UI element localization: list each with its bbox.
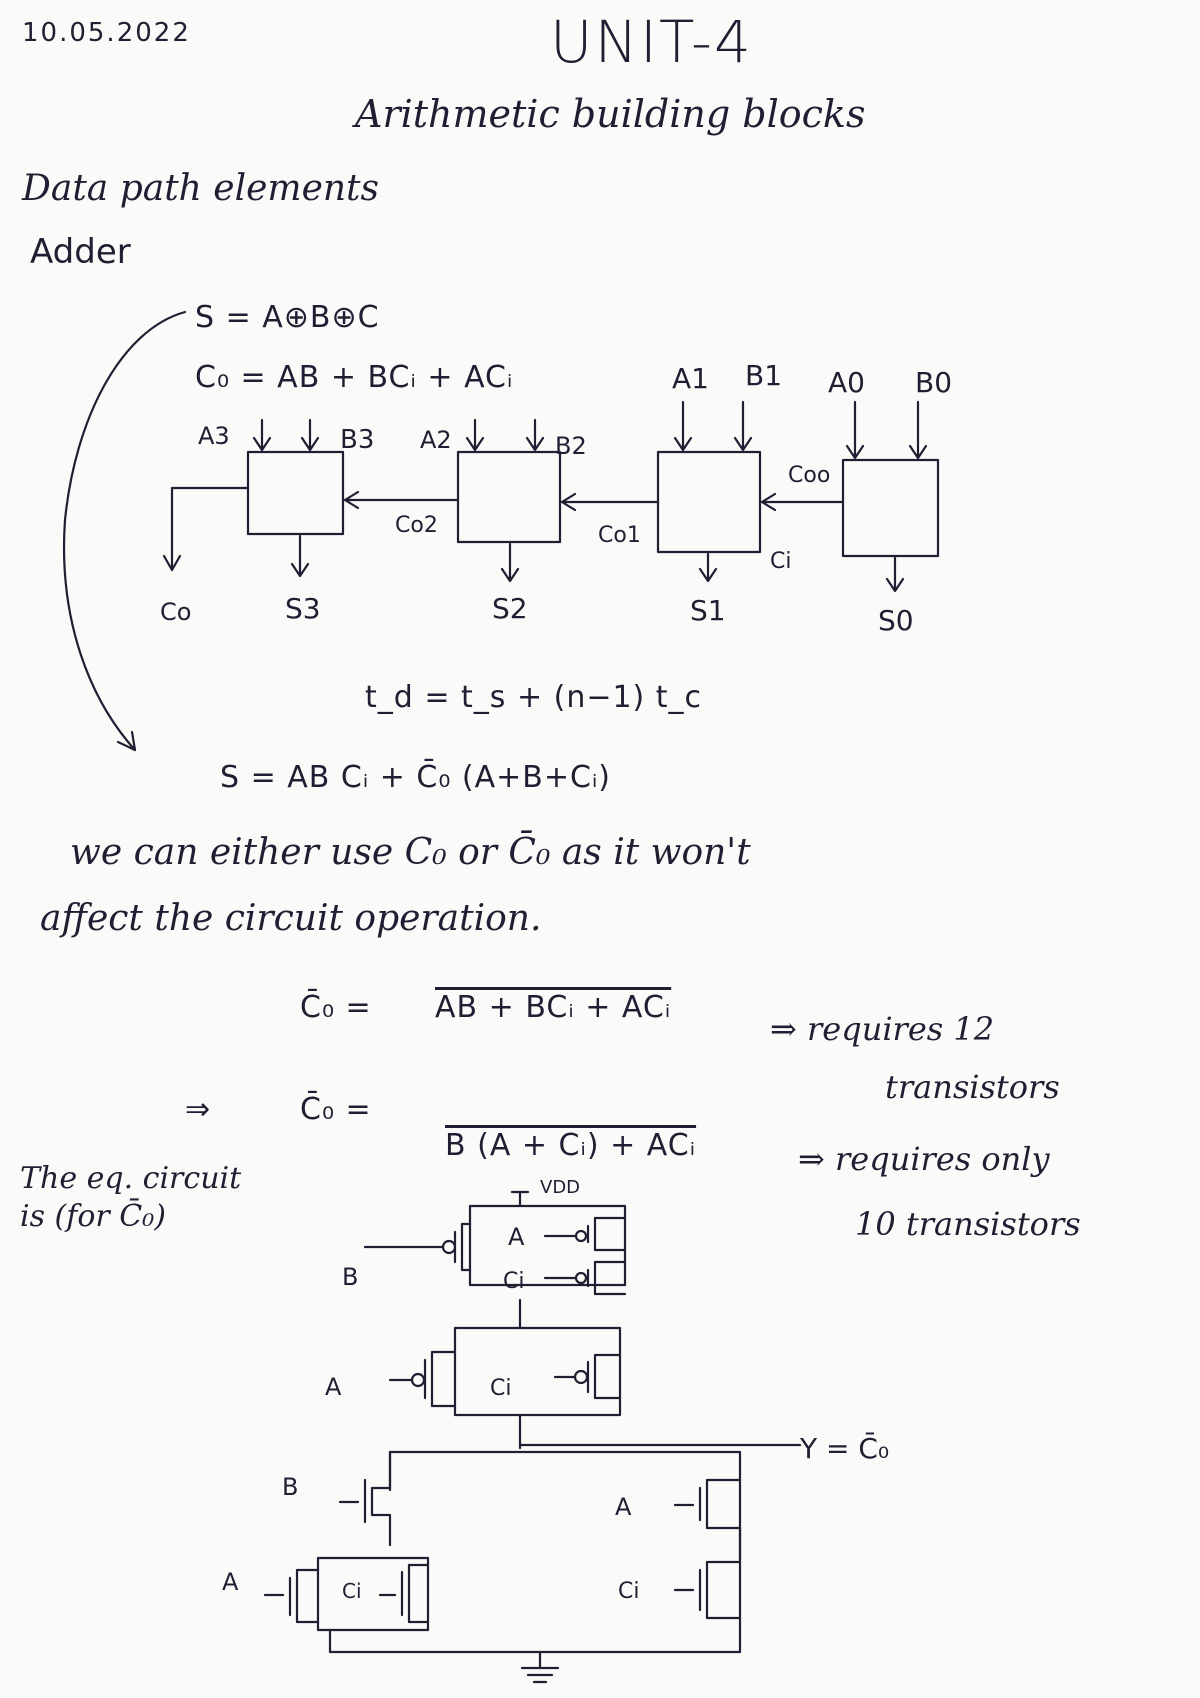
gate-label-pmos-b: B — [342, 1263, 358, 1291]
co-bar-eq1-note2: transistors — [885, 1068, 1060, 1106]
co-bar-eq2-lhs: C̄₀ = — [300, 1092, 372, 1127]
co-bar-eq2-note2: 10 transistors — [855, 1205, 1081, 1243]
adder-label-a0: A0 — [828, 366, 865, 399]
adder-block-3 — [246, 450, 345, 536]
carry-label-co1: Co1 — [598, 523, 641, 548]
curved-arrow — [63, 310, 187, 752]
output-y-label: Y = C̄₀ — [799, 1431, 889, 1465]
section-subheading: Adder — [30, 232, 131, 272]
section-heading: Data path elements — [22, 168, 379, 209]
adder-block-1 — [656, 450, 762, 554]
sum-equation: S = A⊕B⊕C — [195, 300, 380, 335]
gate-label-nmos-a-right: A — [615, 1493, 632, 1521]
gate-label-pmos-ci-top: Ci — [503, 1269, 524, 1294]
output-label-co: Co — [160, 598, 191, 626]
implies-arrow: ⇒ — [185, 1092, 212, 1127]
adder-label-a2: A2 — [420, 426, 452, 454]
carry-label-co2: Co2 — [395, 513, 438, 538]
co-bar-eq1-lhs: C̄₀ = — [300, 990, 372, 1025]
paragraph-line-2: affect the circuit operation. — [40, 898, 542, 939]
adder-label-b3: B3 — [340, 425, 374, 455]
adder-label-a1: A1 — [672, 362, 709, 395]
output-label-s3: S3 — [285, 592, 321, 625]
page-subtitle: Arithmetic building blocks — [355, 92, 866, 136]
gate-label-pmos-a-mid: A — [325, 1373, 342, 1401]
paragraph-line-1: we can either use C₀ or C̄₀ as it won't — [70, 832, 751, 873]
side-note: The eq. circuit is (for C̄₀) — [20, 1161, 242, 1234]
adder-block-2 — [456, 450, 562, 544]
adder-label-a3: A3 — [198, 422, 230, 450]
gate-label-nmos-b: B — [282, 1473, 298, 1501]
carry-equation: C₀ = AB + BCᵢ + ACᵢ — [195, 360, 514, 395]
adder-label-b0: B0 — [915, 366, 952, 399]
adder-label-b1: B1 — [745, 359, 782, 392]
delay-equation: t_d = t_s + (n−1) t_c — [365, 680, 703, 715]
date: 10.05.2022 — [22, 18, 191, 48]
page-title: UNIT-4 — [550, 8, 753, 76]
output-label-s0: S0 — [878, 604, 914, 637]
co-bar-eq2-note: ⇒ requires only — [798, 1140, 1050, 1178]
adder-label-b2: B2 — [555, 432, 587, 460]
gate-label-nmos-a-left: A — [222, 1568, 239, 1596]
output-label-s1: S1 — [690, 594, 726, 627]
gate-label-pmos-a-top: A — [508, 1223, 525, 1251]
gate-label-nmos-ci-right: Ci — [618, 1579, 639, 1604]
alt-sum-equation: S = AB Cᵢ + C̄₀ (A+B+Cᵢ) — [220, 760, 612, 795]
gate-label-nmos-ci-left: Ci — [342, 1579, 362, 1603]
vdd-label: VDD — [540, 1177, 580, 1198]
adder-block-0 — [841, 458, 940, 558]
carry-label-coo: Coo — [788, 463, 830, 488]
gate-label-pmos-ci-mid: Ci — [490, 1376, 511, 1401]
output-label-s2: S2 — [492, 592, 528, 625]
co-bar-eq2-rhs: B (A + Cᵢ) + ACᵢ — [445, 1128, 697, 1163]
carry-label-ci: Ci — [770, 549, 791, 574]
co-bar-eq1-note: ⇒ requires 12 — [770, 1010, 995, 1048]
co-bar-eq1-rhs: AB + BCᵢ + ACᵢ — [435, 990, 672, 1025]
